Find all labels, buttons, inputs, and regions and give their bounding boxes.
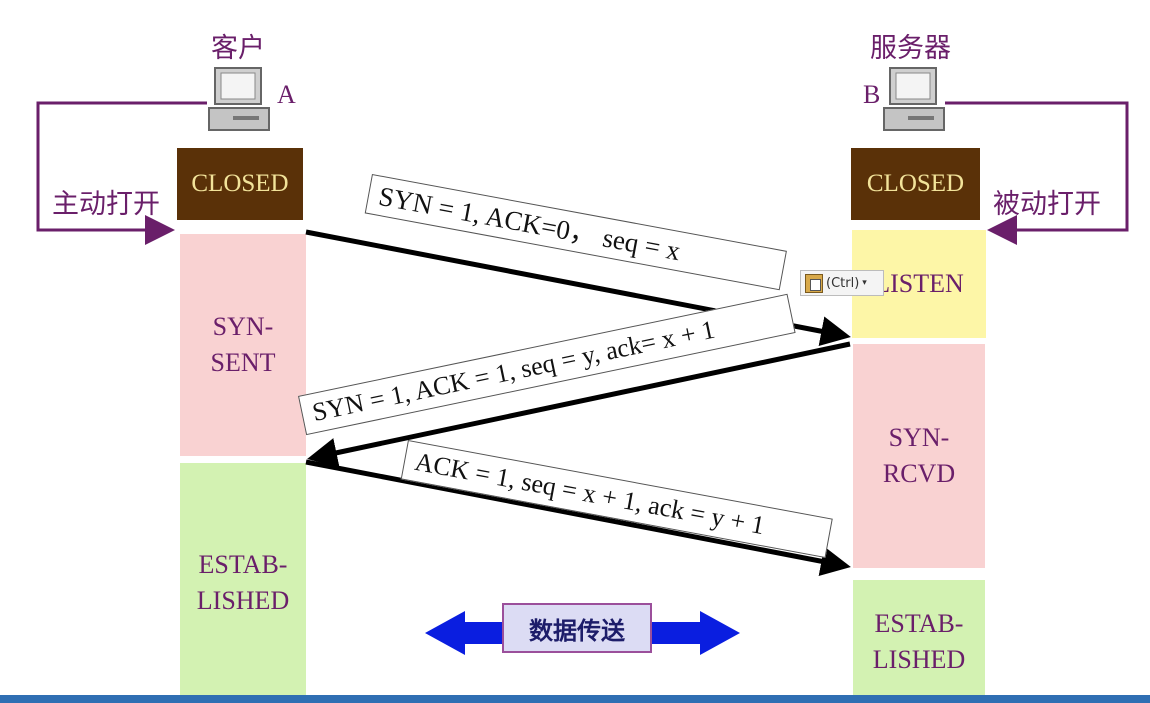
dropdown-arrow-icon: ▾ [862, 278, 867, 288]
server-computer-icon [883, 67, 945, 131]
server-title: 服务器 [870, 33, 951, 64]
server-state-syn-rcvd: SYN- RCVD [853, 344, 985, 568]
server-state-established: ESTAB- LISHED [853, 580, 985, 703]
client-state-syn-sent: SYN- SENT [180, 234, 306, 456]
client-state-established-label: ESTAB- LISHED [196, 550, 290, 615]
server-state-established-label: ESTAB- LISHED [872, 608, 966, 674]
active-open-label: 主动打开 [52, 189, 160, 220]
clipboard-icon [805, 273, 823, 293]
data-transfer-label: 数据传送 [502, 603, 652, 653]
client-state-closed: CLOSED [177, 148, 303, 220]
client-state-established: ESTAB- LISHED [180, 463, 306, 703]
syn-ack-arrow [307, 341, 851, 468]
server-state-syn-rcvd-label: SYN- RCVD [882, 423, 956, 488]
paste-options-label: (Ctrl) [826, 275, 860, 291]
server-letter: B [863, 80, 881, 109]
client-computer-icon [208, 67, 270, 131]
client-state-syn-sent-label: SYN- SENT [210, 312, 276, 377]
bottom-bar [0, 695, 1150, 703]
passive-open-label: 被动打开 [993, 189, 1101, 220]
ack-arrow [305, 459, 851, 577]
paste-options-button[interactable]: (Ctrl) ▾ [800, 270, 884, 296]
client-title: 客户 [211, 33, 265, 64]
client-letter: A [277, 80, 296, 109]
server-state-closed: CLOSED [851, 148, 980, 220]
active-open-loop [36, 101, 207, 245]
passive-open-loop [945, 101, 1129, 245]
